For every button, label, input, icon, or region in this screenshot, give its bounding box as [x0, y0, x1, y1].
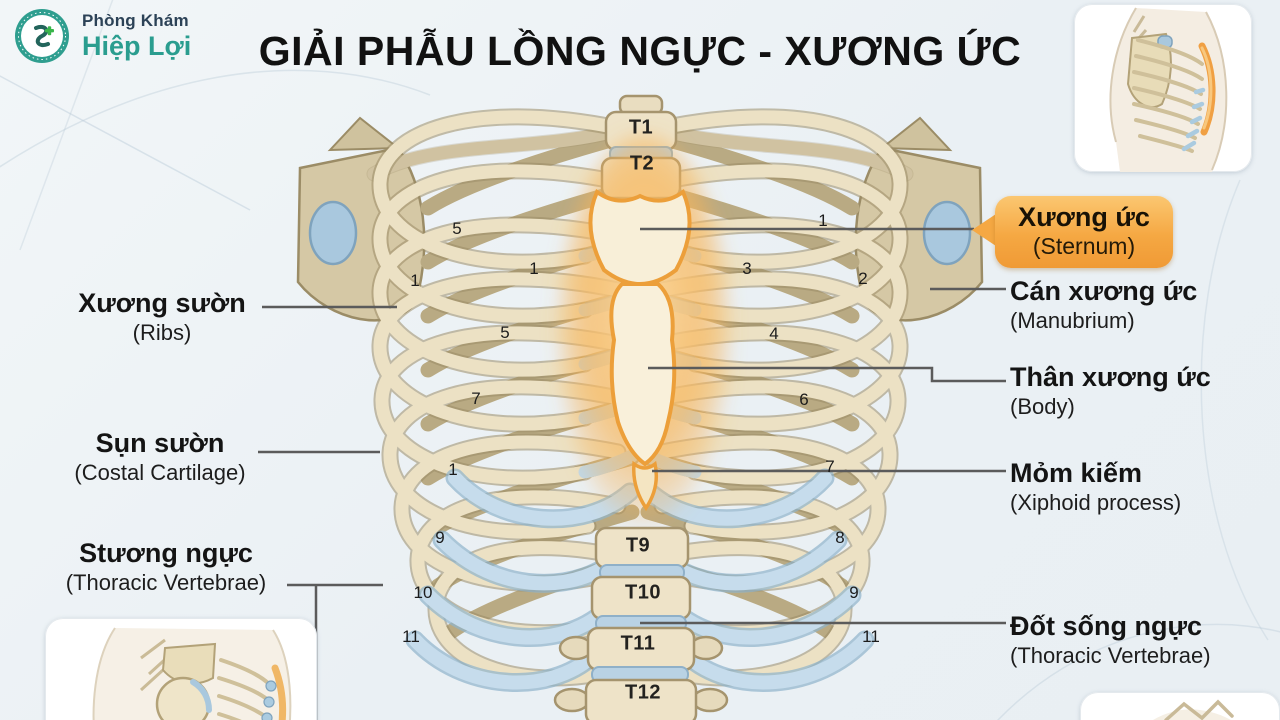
vertebra-label: T10 — [625, 581, 661, 604]
label-costal-cartilage-vi: Sụn sườn — [95, 428, 225, 458]
label-thoracic-right-en: (Thoracic Vertebrae) — [1010, 642, 1211, 668]
vertebra-label: T12 — [625, 681, 661, 704]
label-sternum-en: (Sternum) — [1032, 232, 1136, 259]
inset-shoulder-view-art — [92, 627, 292, 720]
rib-number: 5 — [452, 219, 462, 238]
vertebra-label: T2 — [629, 152, 655, 175]
rib-number: 11 — [862, 627, 880, 646]
page-title: GIẢI PHẪU LỒNG NGỰC - XƯƠNG ỨC — [258, 28, 1022, 74]
label-xiphoid: Mỏm kiếm (Xiphoid process) — [1010, 458, 1270, 516]
rib-number: 7 — [471, 389, 481, 408]
sternum-callout: Xương ức (Sternum) — [995, 196, 1173, 269]
label-thoracic-left: Stương ngực (Thoracic Vertebrae) — [40, 538, 292, 596]
rib-number: 2 — [858, 269, 868, 288]
label-costal-cartilage: Sụn sườn (Costal Cartilage) — [40, 428, 280, 486]
inset-lateral-view — [1074, 4, 1252, 172]
rib-number: 10 — [413, 583, 433, 602]
label-manubrium-en: (Manubrium) — [1010, 307, 1135, 333]
vertebra-label: T1 — [628, 116, 654, 139]
rib-number: 9 — [435, 528, 445, 547]
label-xiphoid-vi: Mỏm kiếm — [1010, 458, 1143, 488]
clinic-type-text: Phòng Khám — [82, 10, 189, 30]
label-xiphoid-en: (Xiphoid process) — [1010, 489, 1182, 515]
label-ribs-vi: Xương sườn — [78, 288, 246, 318]
rib-number: 4 — [769, 324, 779, 343]
inset-vertebra-view-art — [1153, 699, 1234, 720]
rib-number: 3 — [742, 259, 752, 278]
rib-number: 1 — [818, 211, 828, 230]
vertebra-label: T11 — [620, 632, 656, 655]
label-manubrium-vi: Cán xương ức — [1010, 276, 1198, 306]
vertebra-label: T9 — [625, 534, 651, 557]
rib-number: 9 — [849, 583, 859, 602]
rib-number: 6 — [799, 390, 809, 409]
label-thoracic-right: Đốt sống ngực (Thoracic Vertebrae) — [1010, 611, 1270, 669]
spine-lower — [553, 526, 729, 720]
leader-lines — [258, 227, 1006, 720]
rib-number: 11 — [402, 627, 420, 646]
rib-number: 1 — [529, 259, 539, 278]
inset-lateral-view-art — [1109, 7, 1228, 172]
label-ribs: Xương sườn (Ribs) — [62, 288, 262, 346]
rib-number: 7 — [825, 457, 835, 476]
inset-shoulder-view — [45, 618, 317, 720]
clinic-logo: Phòng Khám Hiệp Lợi — [14, 8, 191, 64]
label-thoracic-left-en: (Thoracic Vertebrae) — [65, 569, 267, 595]
label-ribs-en: (Ribs) — [132, 319, 192, 345]
sternum — [559, 135, 729, 525]
label-manubrium: Cán xương ức (Manubrium) — [1010, 276, 1260, 334]
sternum-callout-arrow — [972, 214, 996, 246]
rib-number: 1 — [448, 460, 458, 479]
label-costal-cartilage-en: (Costal Cartilage) — [74, 459, 246, 485]
clinic-name-text: Hiệp Lợi — [82, 30, 192, 61]
label-thoracic-left-vi: Stương ngực — [79, 538, 253, 568]
rib-number: 5 — [500, 323, 510, 342]
rib-number: 1 — [410, 271, 420, 290]
label-thoracic-right-vi: Đốt sống ngực — [1010, 611, 1203, 641]
label-sternum-body: Thân xương ức (Body) — [1010, 362, 1260, 420]
label-sternum-body-en: (Body) — [1010, 393, 1075, 419]
rib-number: 8 — [835, 528, 845, 547]
clinic-logo-icon — [15, 9, 69, 63]
label-sternum-vi: Xương ức — [1018, 202, 1150, 232]
inset-vertebra-view — [1080, 692, 1280, 720]
label-sternum-body-vi: Thân xương ức — [1010, 362, 1211, 392]
